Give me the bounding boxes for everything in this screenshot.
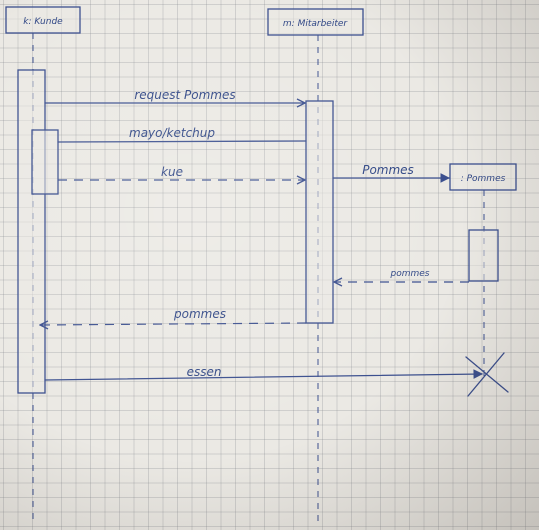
message-essen-label: essen <box>187 365 222 379</box>
message-mayo-line <box>57 140 307 143</box>
message-request-label: request Pommes <box>134 88 235 102</box>
message-essen-arrow <box>44 374 482 381</box>
activation-kunde-nested <box>31 129 59 195</box>
message-pommes-to-kunde-arrow <box>40 323 307 325</box>
message-pommes-to-kunde-label: pommes <box>173 307 226 321</box>
message-create-pommes-label: Pommes <box>362 163 414 177</box>
activation-pommes <box>468 229 499 282</box>
message-mayo-label: mayo/ketchup <box>129 126 215 140</box>
participant-mitarbeiter-label: m: Mitarbeiter <box>283 19 348 29</box>
activation-mitarbeiter <box>305 100 334 324</box>
participant-pommes: : Pommes <box>449 163 517 191</box>
destruction-x-icon <box>465 352 509 397</box>
activation-kunde <box>17 69 46 394</box>
participant-kunde-label: k: Kunde <box>23 17 63 27</box>
participant-mitarbeiter: m: Mitarbeiter <box>267 8 364 36</box>
message-kue-label: kue <box>161 165 183 179</box>
participant-pommes-label: : Pommes <box>461 174 506 184</box>
participant-kunde: k: Kunde <box>5 6 81 34</box>
message-pommes-return-label: pommes <box>390 269 430 279</box>
